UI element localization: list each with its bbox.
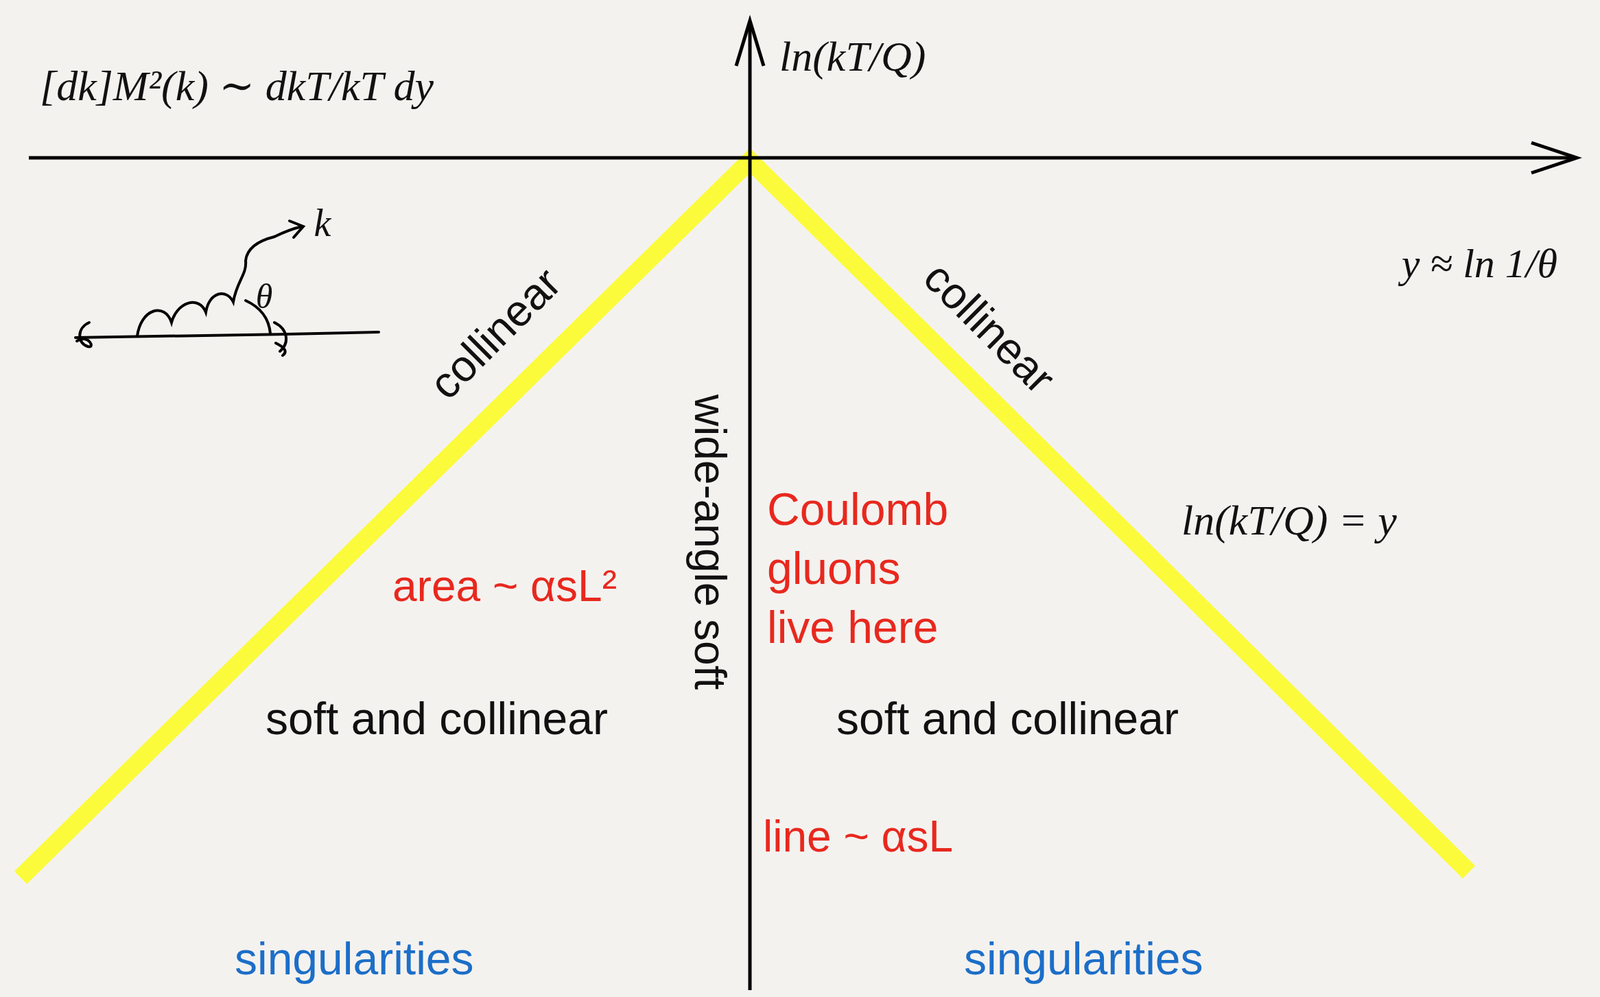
- quark-line: [75, 332, 379, 338]
- quark-curl: [274, 322, 287, 356]
- region-label: wide-angle soft: [680, 394, 738, 690]
- region-label: collinear: [417, 255, 573, 411]
- region-label: soft and collinear: [836, 689, 1179, 749]
- axis-arrowhead: [1531, 142, 1577, 173]
- annotation: Coulomb gluons live here: [767, 480, 973, 657]
- region-label: singularities: [963, 929, 1204, 989]
- phase-space-measure: [dk]M²(k) ∼ dkT/kT dy: [39, 58, 434, 114]
- gluon-line: [137, 226, 302, 337]
- angle-label: θ: [255, 274, 274, 320]
- emission-sketch: [75, 220, 379, 356]
- vertical-axis: [748, 21, 752, 991]
- annotation: line ~ αsL: [762, 808, 954, 866]
- horizontal-axis: [28, 156, 1576, 160]
- annotation: area ~ αsL²: [392, 557, 617, 615]
- boundary-equation: ln(kT/Q) = y: [1181, 492, 1397, 549]
- gluon-arrowhead: [289, 220, 304, 238]
- axis-label: y ≈ ln 1/θ: [1401, 236, 1558, 291]
- region-label: collinear: [911, 249, 1067, 406]
- axis-label: ln(kT/Q): [779, 28, 927, 85]
- region-label: soft and collinear: [265, 689, 608, 749]
- collinear-boundary: [20, 160, 1469, 878]
- quark-curl: [76, 322, 92, 347]
- region-label: singularities: [234, 929, 475, 989]
- momentum-label: k: [314, 198, 332, 249]
- axis-arrowhead: [736, 20, 764, 66]
